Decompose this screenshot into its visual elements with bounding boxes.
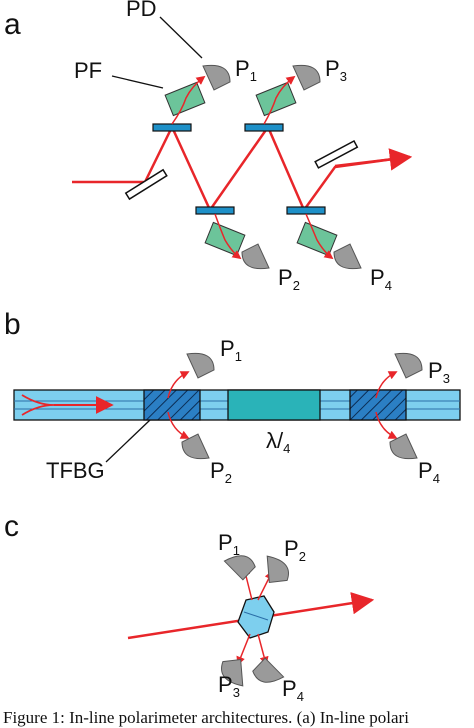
label-p1-c: P1	[218, 530, 240, 558]
tfbg-2	[349, 389, 407, 421]
output-beam-arrow	[334, 148, 413, 171]
detector-p1-icon	[202, 64, 231, 91]
tfbg-label: TFBG	[46, 458, 105, 483]
beam-to-p1	[171, 75, 206, 125]
detector-p4-icon	[333, 243, 362, 270]
panel-a: a PD PF P1 P3 P2	[4, 0, 413, 293]
panel-b: b TFBG λ/4 P1 P3 P2 P4	[4, 308, 461, 486]
label-p4-c: P4	[282, 676, 304, 704]
beam-to-p1-b	[167, 371, 190, 399]
splitter-1	[152, 123, 192, 132]
output-mirror	[314, 140, 359, 169]
beam-path-a	[72, 124, 409, 213]
pf-callout-line	[111, 75, 164, 89]
quarter-wave-plate	[227, 389, 321, 421]
beam-to-p2-b	[167, 411, 190, 439]
label-p3-b: P3	[428, 358, 450, 386]
detector-p4-c-icon	[249, 653, 285, 688]
tfbg-1	[143, 389, 201, 421]
figure-caption: Figure 1: In-line polarimeter architectu…	[3, 708, 409, 727]
tfbg-callout-line	[105, 419, 151, 463]
label-p2-c: P2	[284, 536, 306, 564]
detector-p3-b-icon	[394, 352, 423, 379]
panel-c: c P1 P2 P3 P4	[4, 510, 375, 704]
splitter-2	[195, 206, 235, 215]
panel-b-label: b	[4, 308, 21, 341]
splitter-4	[286, 206, 326, 215]
detector-p2-icon	[241, 243, 270, 270]
label-p2-b: P2	[210, 458, 232, 486]
pd-label: PD	[126, 0, 157, 21]
input-mirror	[124, 168, 168, 201]
pd-callout-line	[159, 16, 203, 59]
beam-to-p3-c	[236, 633, 251, 666]
label-p3-a: P3	[325, 56, 347, 84]
polarizing-element	[237, 595, 275, 639]
beam-to-p4	[305, 213, 334, 260]
pf-label: PF	[74, 58, 102, 83]
detector-p3-icon	[292, 64, 321, 91]
beam-to-p4-b	[375, 411, 398, 439]
panel-a-label: a	[4, 8, 21, 41]
beam-to-p3-b	[375, 371, 398, 399]
label-p1-a: P1	[235, 56, 257, 84]
element-facet	[243, 611, 269, 621]
beam-to-p2	[214, 213, 242, 260]
splitter-3	[244, 123, 284, 132]
label-p4-b: P4	[418, 458, 440, 486]
waveplate-label: λ/4	[266, 428, 290, 456]
label-p1-b: P1	[220, 336, 242, 364]
panel-c-label: c	[4, 510, 19, 543]
label-p3-c: P3	[218, 672, 240, 700]
label-p2-a: P2	[278, 265, 300, 293]
beam-to-p3	[263, 75, 296, 125]
label-p4-a: P4	[370, 265, 392, 293]
detector-p1-b-icon	[186, 352, 215, 379]
detector-p1-c-icon	[223, 550, 259, 585]
